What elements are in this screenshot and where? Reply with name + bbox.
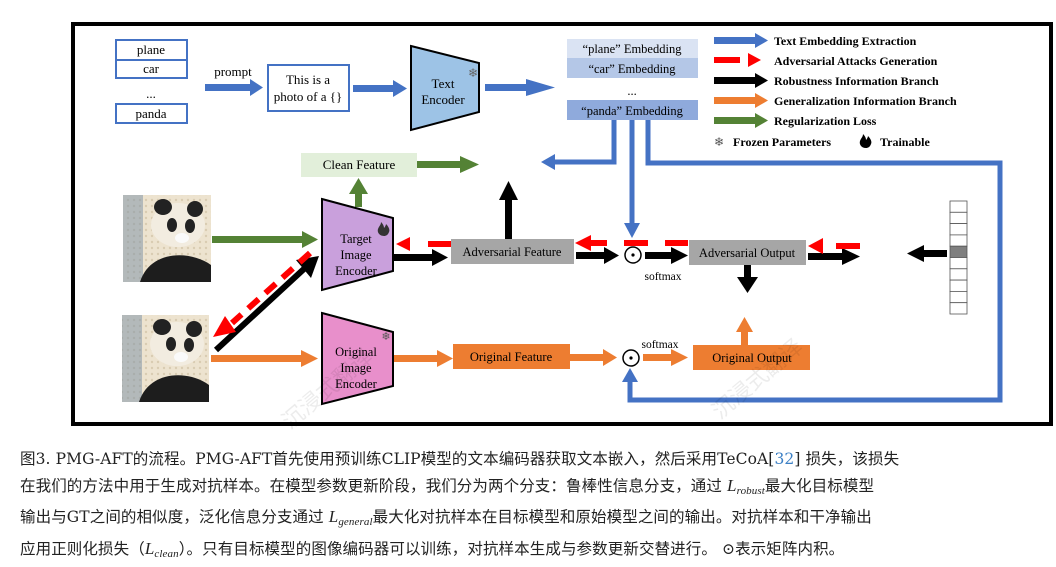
- target-encoder-line2: Image: [340, 248, 372, 262]
- class-label-plane: plane: [137, 42, 165, 57]
- label-vector-cell: [950, 235, 967, 246]
- prompt-template-line1: This is a: [286, 72, 330, 87]
- label-vector-cell: [950, 212, 967, 223]
- snowflake-icon: ❄: [468, 66, 478, 80]
- class-label-panda: panda: [135, 106, 166, 121]
- math-sub-robust: robust: [737, 485, 765, 497]
- math-sub-general: general: [338, 516, 372, 528]
- math-sub-clean: clean: [154, 548, 178, 560]
- class-label-ellipsis: ...: [146, 86, 156, 101]
- panda-image-adversarial: [122, 315, 209, 402]
- embedding-ellipsis: ...: [627, 84, 636, 98]
- label-vector-cell: [950, 269, 967, 280]
- math-l-robust: L: [727, 476, 737, 495]
- embedding-panda-label: “panda” Embedding: [581, 104, 683, 118]
- caption-line-4: 应用正则化损失（Lclean）。只有目标模型的图像编码器可以训练，对抗样本生成与…: [20, 536, 1050, 567]
- target-encoder-line3: Encoder: [335, 264, 377, 278]
- label-vector-cell: [950, 291, 967, 302]
- original-feature-label: Original Feature: [470, 350, 553, 364]
- svg-text:Text Embedding Extraction: Text Embedding Extraction: [774, 34, 917, 48]
- snowflake-icon-original: ❄: [381, 331, 390, 343]
- label-vector-cell: [950, 201, 967, 212]
- prompt-template-line2: photo of a {}: [274, 89, 342, 104]
- math-l-general: L: [329, 507, 339, 526]
- svg-text:Regularization Loss: Regularization Loss: [774, 114, 877, 128]
- text-encoder-line2: Encoder: [421, 92, 465, 107]
- svg-text:Generalization Information Bra: Generalization Information Branch: [774, 94, 957, 108]
- caption-text: 在我们的方法中用于生成对抗样本。在模型参数更新阶段，我们分为两个分支：鲁棒性信息…: [20, 477, 727, 495]
- embedding-car-label: “car” Embedding: [588, 62, 676, 76]
- math-l-clean: L: [145, 539, 155, 558]
- label-vector-cell-active: [950, 246, 967, 257]
- text-encoder-line1: Text: [432, 76, 455, 91]
- class-label-car: car: [143, 61, 160, 76]
- caption-text: 最大化对抗样本在目标模型和原始模型之间的输出。对抗样本和干净输出: [373, 508, 872, 526]
- panda-image-clean: [123, 195, 211, 282]
- label-vector-cell: [950, 224, 967, 235]
- legend-snowflake-icon: ❄: [714, 135, 724, 149]
- citation-link[interactable]: 32: [774, 450, 794, 468]
- caption-text: ] 损失，该损失: [794, 450, 899, 468]
- caption-line-3: 输出与GT之间的相似度，泛化信息分支通过 Lgeneral最大化对抗样本在目标模…: [20, 504, 1050, 536]
- legend-trainable-label: Trainable: [880, 135, 930, 149]
- softmax-label-top: softmax: [644, 271, 681, 283]
- label-vector: [950, 201, 967, 314]
- caption-line-1: 图3. PMG-AFT的流程。PMG-AFT首先使用预训练CLIP模型的文本编码…: [20, 446, 1050, 473]
- label-vector-cell: [950, 303, 967, 314]
- adversarial-feature-label: Adversarial Feature: [463, 245, 562, 259]
- caption-text: 图3. PMG-AFT的流程。PMG-AFT首先使用预训练CLIP模型的文本编码…: [20, 450, 774, 468]
- embedding-plane-label: “plane” Embedding: [583, 42, 683, 56]
- label-vector-cell: [950, 258, 967, 269]
- caption-text: 应用正则化损失（: [20, 540, 145, 558]
- legend-frozen-label: Frozen Parameters: [733, 135, 831, 149]
- target-encoder-line1: Target: [340, 232, 372, 246]
- adversarial-output-label: Adversarial Output: [699, 246, 796, 260]
- svg-text:Adversarial Attacks Generation: Adversarial Attacks Generation: [774, 54, 938, 68]
- prompt-label: prompt: [214, 64, 252, 79]
- caption-text: 输出与GT之间的相似度，泛化信息分支通过: [20, 508, 329, 526]
- caption-line-2: 在我们的方法中用于生成对抗样本。在模型参数更新阶段，我们分为两个分支：鲁棒性信息…: [20, 473, 1050, 505]
- softmax-label-bottom: softmax: [641, 339, 678, 351]
- clean-feature-label: Clean Feature: [323, 157, 396, 172]
- label-vector-cell: [950, 280, 967, 291]
- caption-text: 最大化目标模型: [765, 477, 874, 495]
- svg-text:Robustness Information Branch: Robustness Information Branch: [774, 74, 939, 88]
- caption-text: ）。只有目标模型的图像编码器可以训练，对抗样本生成与参数更新交替进行。 ⊙表示矩…: [179, 540, 845, 558]
- figure-caption: 图3. PMG-AFT的流程。PMG-AFT首先使用预训练CLIP模型的文本编码…: [20, 446, 1050, 567]
- pmg-aft-diagram: plane car ... panda prompt This is a pho…: [0, 0, 1056, 430]
